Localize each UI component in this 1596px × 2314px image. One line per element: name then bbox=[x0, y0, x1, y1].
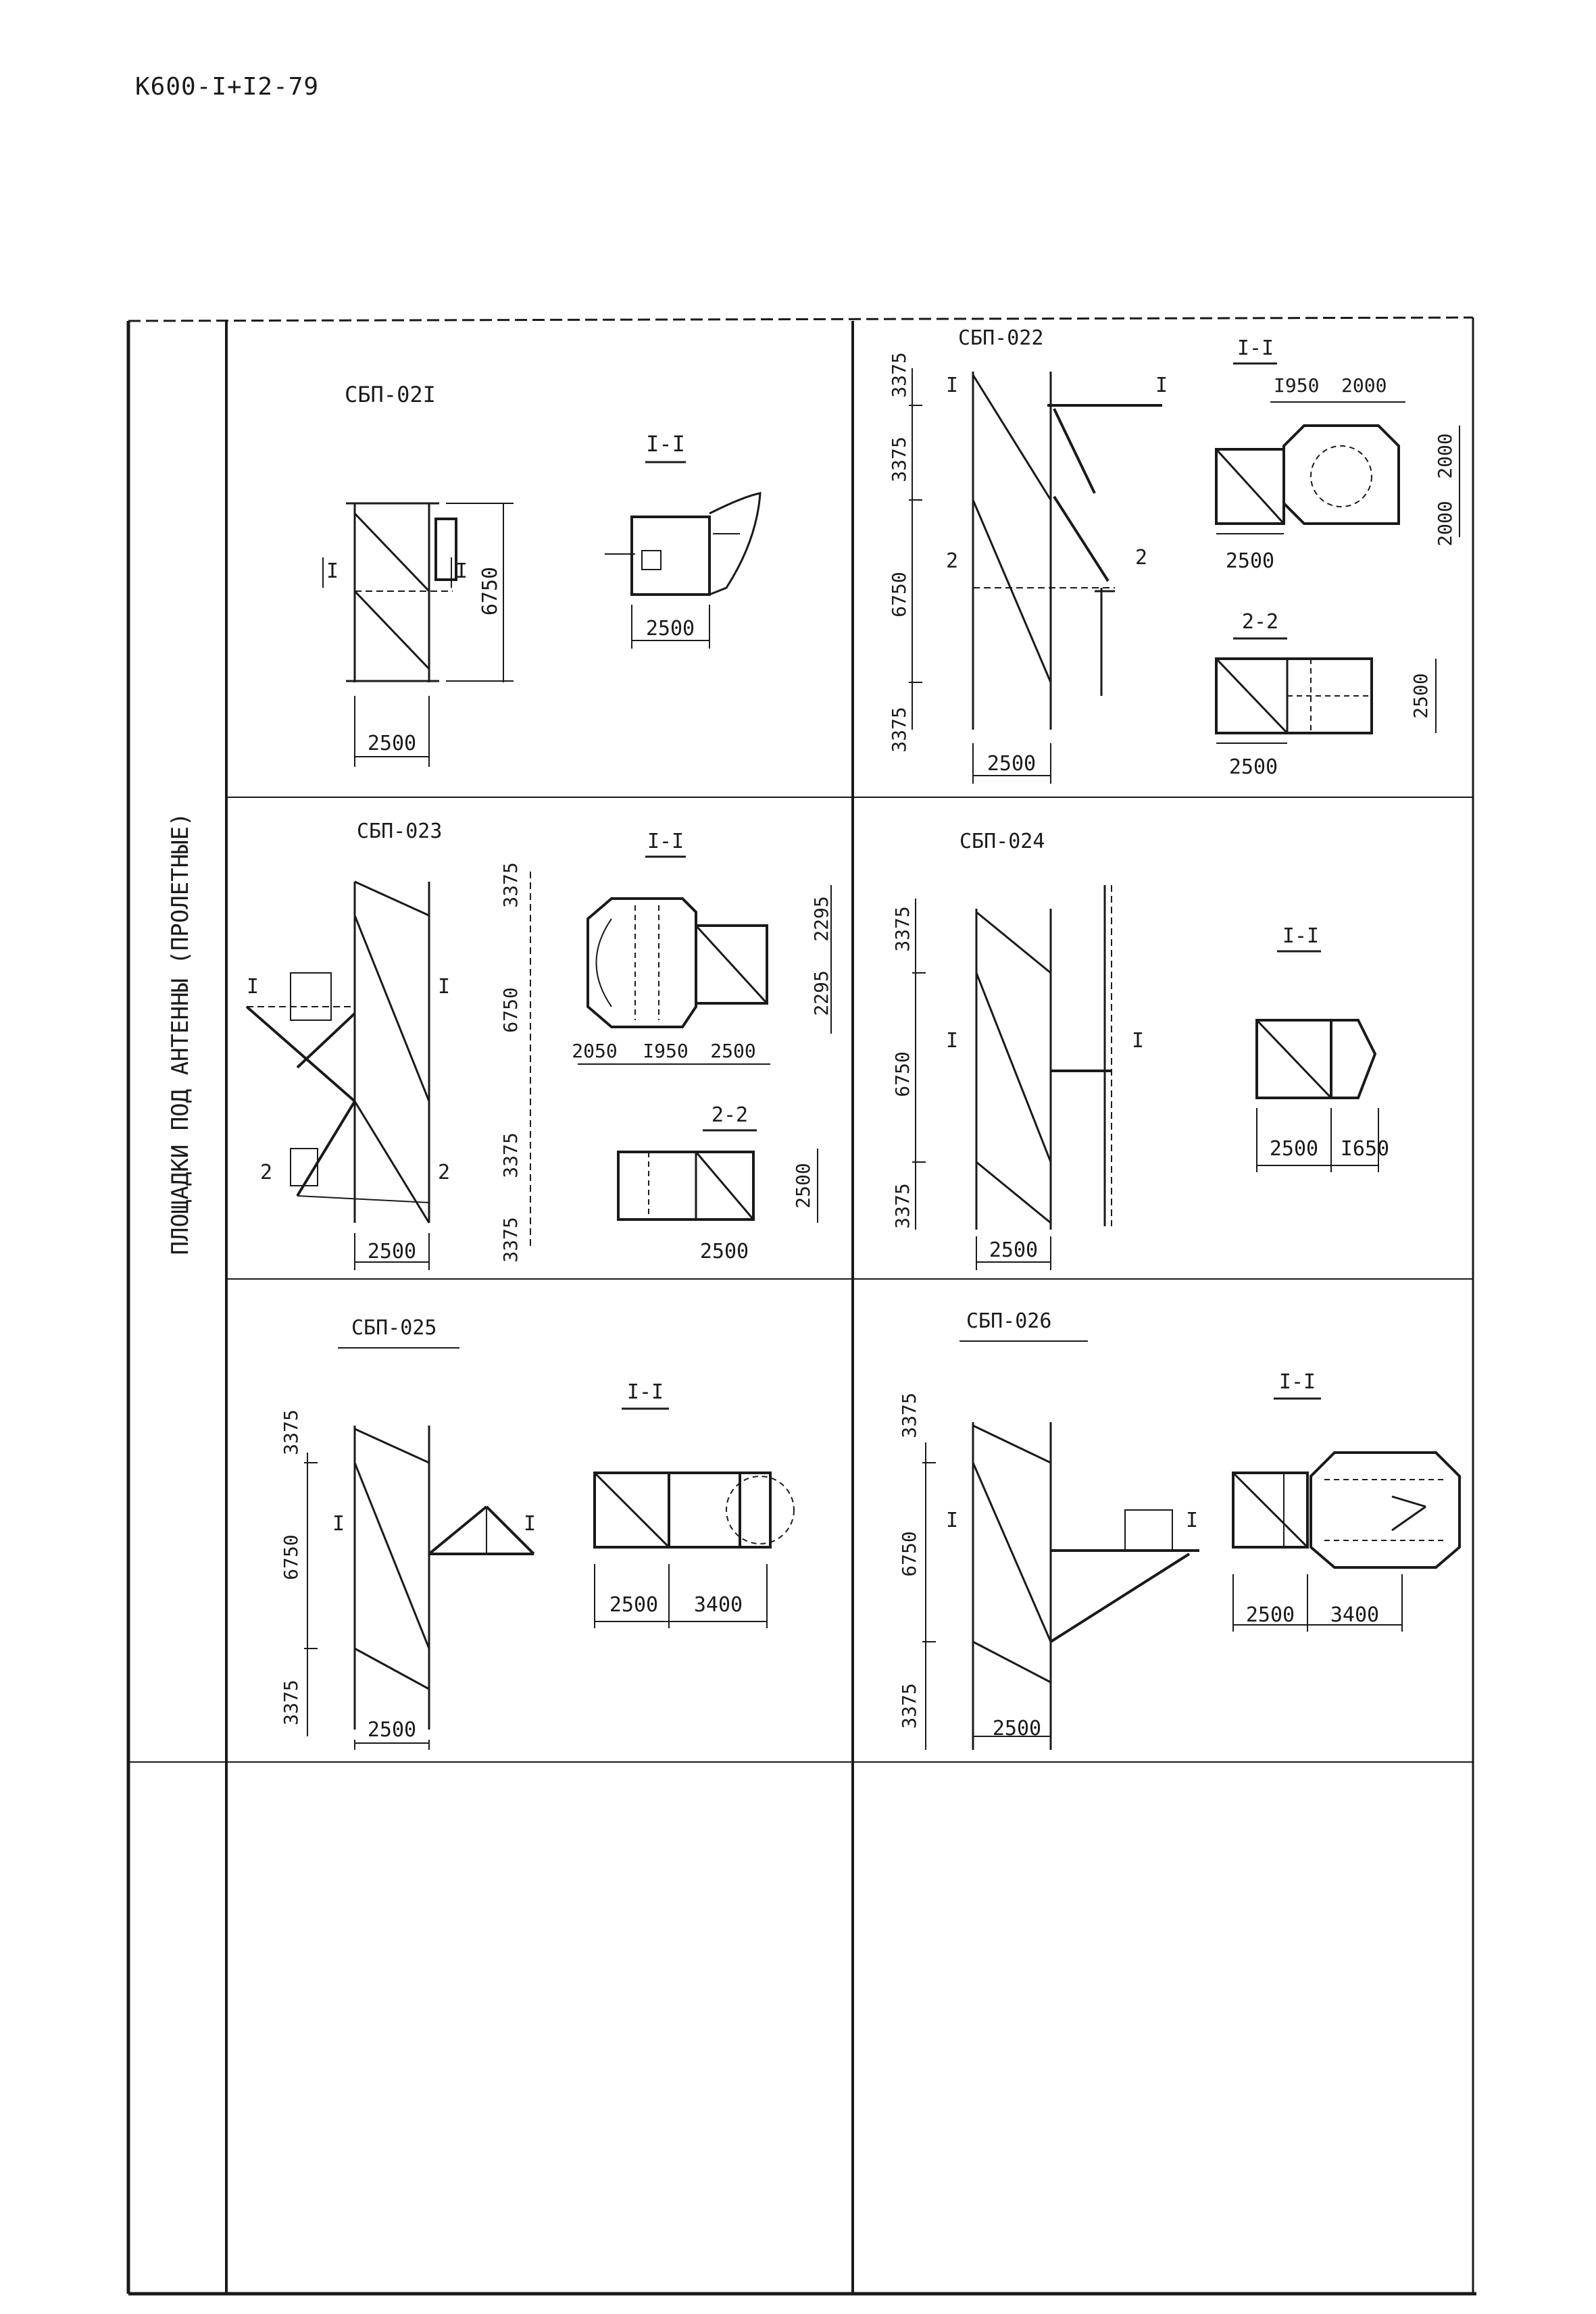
section-mark: 2 bbox=[1135, 546, 1147, 570]
section-mark: I bbox=[455, 559, 468, 583]
cell-title: СБП-025 bbox=[351, 1316, 437, 1340]
elevation-view bbox=[304, 1426, 535, 1750]
side-label: ПЛОЩАДКИ ПОД АНТЕННЫ (ПРОЛЕТНЫЕ) bbox=[167, 812, 194, 1255]
dim-label: 2500 bbox=[1246, 1603, 1295, 1627]
dim-label: 3375 bbox=[280, 1409, 302, 1455]
dim-label: 2000 bbox=[1341, 374, 1387, 397]
document-code: К600-I+I2-79 bbox=[135, 73, 320, 101]
table-frame bbox=[126, 316, 1476, 2296]
dim-label: 2500 bbox=[993, 1717, 1041, 1740]
section-mark: I bbox=[524, 1512, 536, 1536]
elevation-view bbox=[909, 368, 1162, 784]
dim-label: 2500 bbox=[1270, 1137, 1318, 1161]
dim-label: 2500 bbox=[1226, 549, 1274, 573]
cell-sbp021: СБП-02I I I 6750 2500 I-I bbox=[322, 382, 762, 767]
dim-label: 2000 bbox=[1434, 501, 1456, 546]
dim-label: 2500 bbox=[989, 1238, 1038, 1262]
cell-title: СБП-02I bbox=[345, 382, 436, 407]
dim-label: 2500 bbox=[1410, 673, 1432, 718]
dim-label: 2500 bbox=[609, 1593, 658, 1617]
cell-title: СБП-023 bbox=[357, 820, 442, 843]
dim-label: 2295 bbox=[810, 896, 832, 941]
dim-label: 3375 bbox=[280, 1680, 302, 1725]
section-view bbox=[605, 492, 762, 649]
dim-label: 3375 bbox=[898, 1392, 920, 1438]
section-title: I-I bbox=[1282, 924, 1319, 948]
dim-label: 2000 bbox=[1434, 433, 1456, 478]
dim-label: 3375 bbox=[499, 1217, 522, 1262]
section-mark: 2 bbox=[260, 1161, 272, 1184]
dim-label: 3375 bbox=[888, 352, 910, 397]
cell-title: СБП-022 bbox=[958, 326, 1043, 350]
dim-label: 2500 bbox=[368, 1718, 416, 1742]
dim-label: I950 bbox=[1274, 374, 1319, 397]
dim-label: 6750 bbox=[280, 1534, 302, 1580]
dim-label: 2050 bbox=[572, 1040, 617, 1062]
elevation-view bbox=[245, 872, 531, 1270]
dim-label: 3375 bbox=[898, 1683, 920, 1728]
section-mark: I bbox=[1132, 1029, 1144, 1053]
dim-label: 3375 bbox=[499, 862, 522, 907]
cell-sbp024: СБП-024 I I 3375 6750 3375 2500 I-I bbox=[891, 830, 1389, 1270]
section-mark: 2 bbox=[946, 549, 958, 573]
dim-label: 3400 bbox=[694, 1593, 743, 1617]
dim-label: 6750 bbox=[891, 1051, 914, 1097]
dim-label: 3375 bbox=[891, 906, 914, 951]
dim-label: 3375 bbox=[888, 707, 910, 752]
dim-label: 6750 bbox=[478, 567, 502, 615]
section-title: I-I bbox=[1237, 336, 1274, 360]
elevation-view bbox=[322, 502, 514, 767]
dim-label: 2500 bbox=[368, 732, 416, 755]
elevation-view bbox=[912, 885, 1112, 1270]
dim-label: 3375 bbox=[888, 436, 910, 482]
section-title: 2-2 bbox=[1242, 610, 1278, 634]
section-title: I-I bbox=[647, 830, 684, 853]
dim-label: 3400 bbox=[1330, 1603, 1379, 1627]
section-view bbox=[1255, 1019, 1379, 1172]
cell-sbp026: СБП-026 I I 3375 6750 3375 2500 I-I bbox=[898, 1309, 1461, 1750]
section-mark: I bbox=[946, 374, 958, 397]
section-mark: I bbox=[326, 559, 339, 583]
dim-label: 2500 bbox=[710, 1040, 755, 1062]
dim-label: 2500 bbox=[1229, 755, 1278, 779]
section-title: I-I bbox=[1279, 1370, 1316, 1394]
cell-title: СБП-024 bbox=[959, 830, 1045, 853]
section-mark: I bbox=[946, 1509, 958, 1532]
cell-sbp023: СБП-023 I I 2 2 3375 6750 3375 3375 2500 bbox=[245, 820, 832, 1270]
section-mark: I bbox=[332, 1512, 345, 1536]
dim-label: 2295 bbox=[810, 970, 832, 1015]
section-title: 2-2 bbox=[712, 1103, 748, 1127]
section-title: I-I bbox=[627, 1380, 664, 1404]
cell-sbp022: СБП-022 I I 2 2 3375 3375 6750 3375 bbox=[888, 326, 1460, 784]
section-view bbox=[1215, 401, 1460, 744]
section-title: I-I bbox=[646, 431, 685, 457]
dim-label: 3375 bbox=[891, 1183, 914, 1228]
dim-label: 6750 bbox=[888, 572, 910, 617]
dim-label: 2500 bbox=[987, 752, 1036, 776]
dim-label: 2500 bbox=[646, 617, 695, 640]
dim-label: 3375 bbox=[499, 1132, 522, 1178]
section-view bbox=[1232, 1451, 1461, 1632]
elevation-view bbox=[922, 1422, 1199, 1750]
section-mark: I bbox=[1186, 1509, 1198, 1532]
section-mark: I bbox=[1155, 374, 1168, 397]
section-mark: I bbox=[247, 975, 259, 999]
dim-label: 6750 bbox=[898, 1531, 920, 1576]
dim-label: I950 bbox=[643, 1040, 688, 1062]
dim-label: 2500 bbox=[700, 1240, 749, 1263]
dim-label: 6750 bbox=[499, 987, 522, 1032]
dim-label: 2500 bbox=[792, 1163, 814, 1208]
section-mark: I bbox=[946, 1029, 958, 1053]
dim-label: I650 bbox=[1341, 1137, 1389, 1161]
section-view bbox=[578, 885, 832, 1223]
section-view bbox=[593, 1472, 795, 1628]
section-mark: 2 bbox=[438, 1161, 450, 1184]
cell-sbp025: СБП-025 I I 3375 6750 3375 2500 I-I bbox=[280, 1316, 795, 1750]
section-mark: I bbox=[438, 975, 450, 999]
dim-label: 2500 bbox=[368, 1240, 416, 1263]
cell-title: СБП-026 bbox=[966, 1309, 1051, 1333]
